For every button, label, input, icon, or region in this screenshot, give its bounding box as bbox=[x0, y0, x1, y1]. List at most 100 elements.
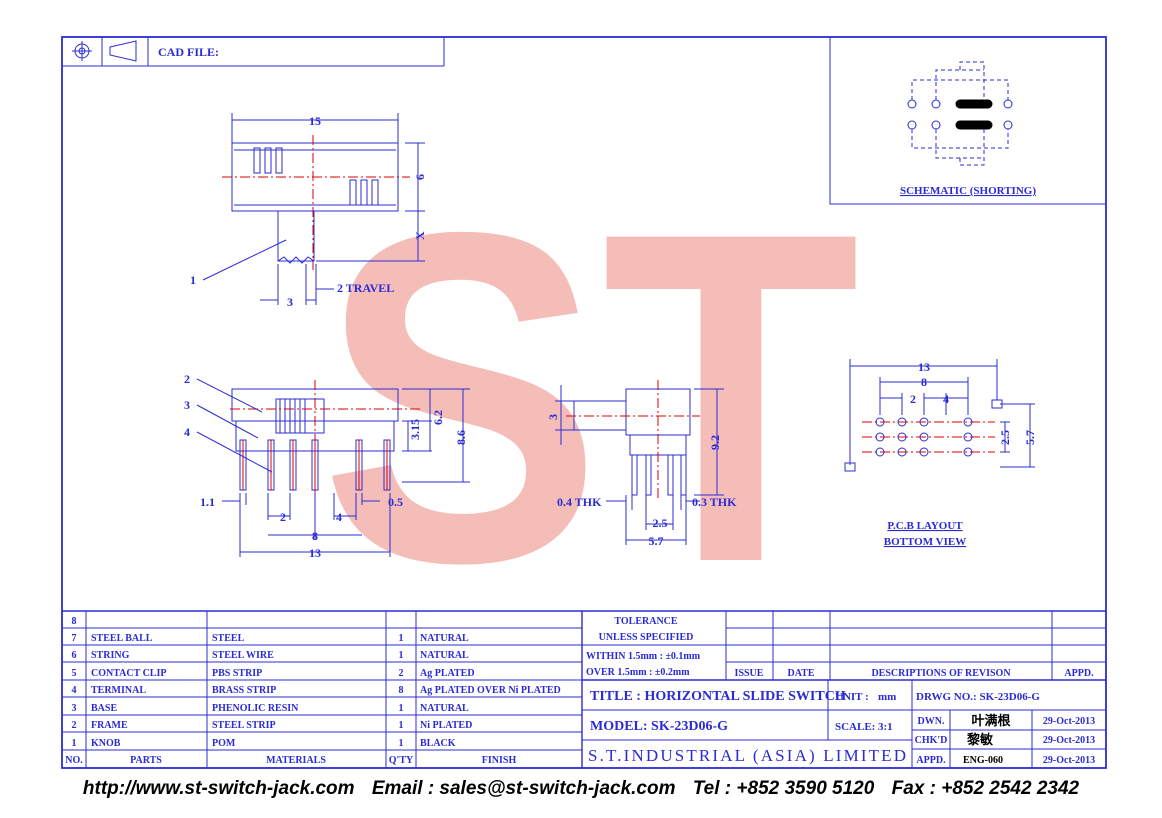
bom-fin-3: NATURAL bbox=[420, 703, 469, 714]
bom-mat-5: PBS STRIP bbox=[212, 668, 262, 679]
st-watermark: ST bbox=[320, 135, 860, 660]
dim-travel: 2 TRAVEL bbox=[337, 281, 394, 295]
dim-pitch-2: 2 bbox=[280, 510, 286, 524]
dim-front-13: 13 bbox=[309, 546, 321, 560]
dim-thk-right: 0.3 THK bbox=[692, 495, 737, 509]
tolerance-line4: OVER 1.5mm : ±0.2mm bbox=[586, 667, 690, 678]
dim-side-knob: 3 bbox=[546, 414, 560, 420]
bom-no-1: 1 bbox=[72, 738, 77, 749]
dim-thk-left: 0.4 THK bbox=[557, 495, 602, 509]
bom-part-3: BASE bbox=[91, 703, 117, 714]
bom-qty-5: 2 bbox=[399, 668, 404, 679]
pcb-dim-57: 5.7 bbox=[1023, 430, 1037, 445]
pcb-label-line1: P.C.B LAYOUT bbox=[887, 520, 963, 532]
pcb-dim-13: 13 bbox=[918, 360, 930, 374]
bom-part-1: KNOB bbox=[91, 738, 121, 749]
model-text: MODEL: SK-23D06-G bbox=[590, 719, 728, 734]
bom-header-qty: Q'TY bbox=[389, 755, 414, 766]
dim-front-62: 6.2 bbox=[431, 410, 445, 425]
bom-qty-1: 1 bbox=[399, 738, 404, 749]
chkd-date: 29-Oct-2013 bbox=[1043, 735, 1095, 746]
bom-mat-6: STEEL WIRE bbox=[212, 650, 274, 661]
bom-fin-1: BLACK bbox=[420, 738, 456, 749]
bom-qty-3: 1 bbox=[399, 703, 404, 714]
revision-appd: APPD. bbox=[1064, 668, 1094, 679]
bom-fin-6: NATURAL bbox=[420, 650, 469, 661]
scale-value: 3:1 bbox=[878, 721, 893, 733]
bom-part-6: STRING bbox=[91, 650, 130, 661]
dwn-name: 叶满根 bbox=[971, 713, 1011, 728]
bom-qty-7: 1 bbox=[399, 633, 404, 644]
tolerance-text: TOLERANCE UNLESS SPECIFIED WITHIN 1.5mm … bbox=[586, 616, 1094, 679]
chkd-label: CHK'D bbox=[915, 735, 948, 746]
title-block-text: TITLE : HORIZONTAL SLIDE SWITCH MODEL: S… bbox=[588, 689, 1095, 766]
bom-table bbox=[62, 610, 1106, 768]
schematic-label: SCHEMATIC (SHORTING) bbox=[900, 185, 1036, 197]
tolerance-line2: UNLESS SPECIFIED bbox=[599, 632, 694, 643]
bom-no-4: 4 bbox=[72, 685, 77, 696]
bom-no-7: 7 bbox=[72, 633, 77, 644]
unit-label: UNIT : bbox=[835, 691, 869, 703]
title-text: TITLE : HORIZONTAL SLIDE SWITCH bbox=[590, 689, 846, 704]
top-view: 15 6 X 3 2 TRAVEL 1 bbox=[190, 113, 427, 309]
dim-side-25: 2.5 bbox=[653, 516, 668, 530]
dim-side-height: 9.2 bbox=[708, 435, 722, 450]
bom-fin-7: NATURAL bbox=[420, 633, 469, 644]
bom-text: 8 7 STEEL BALL STEEL 1 NATURAL 6 STRING … bbox=[65, 616, 561, 766]
scale-label: SCALE: bbox=[835, 721, 875, 733]
dim-pin-width: 1.1 bbox=[200, 495, 215, 509]
schematic-contacts bbox=[907, 61, 1013, 166]
pcb-layout: 13 8 2 4 2.5 5.7 P.C.B LAYOUT BOTTOM bbox=[844, 359, 1037, 548]
schematic: SCHEMATIC (SHORTING) bbox=[829, 36, 1107, 205]
website-link[interactable]: http://www.st-switch-jack.com bbox=[82, 778, 355, 799]
bom-fin-4: Ag PLATED OVER Ni PLATED bbox=[420, 685, 561, 696]
callout-2: 2 bbox=[184, 372, 190, 386]
bom-mat-2: STEEL STRIP bbox=[212, 720, 276, 731]
revision-desc: DESCRIPTIONS OF REVISON bbox=[871, 668, 1011, 679]
appd-label: APPD. bbox=[916, 755, 946, 766]
dim-top-height: 6 bbox=[413, 174, 427, 180]
bom-part-4: TERMINAL bbox=[91, 685, 146, 696]
dim-pin-thk: 0.5 bbox=[388, 495, 403, 509]
bom-qty-4: 8 bbox=[399, 685, 404, 696]
bom-header-no: NO. bbox=[65, 755, 83, 766]
revision-issue: ISSUE bbox=[735, 668, 764, 679]
fax: Fax : +852 2542 2342 bbox=[891, 778, 1080, 799]
pcb-dim-25: 2.5 bbox=[998, 430, 1012, 445]
bom-no-8: 8 bbox=[72, 616, 77, 627]
bom-mat-3: PHENOLIC RESIN bbox=[212, 703, 299, 714]
projection-symbol-icon bbox=[72, 40, 137, 62]
bom-mat-7: STEEL bbox=[212, 633, 245, 644]
appd-date: 29-Oct-2013 bbox=[1043, 755, 1095, 766]
bom-fin-5: Ag PLATED bbox=[420, 668, 475, 679]
drawing-frame bbox=[61, 36, 1107, 769]
appd-name: ENG-060 bbox=[963, 755, 1003, 766]
company-text: S.T.INDUSTRIAL (ASIA) LIMITED bbox=[588, 746, 906, 765]
watermark-text: ST bbox=[320, 135, 860, 660]
bom-mat-4: BRASS STRIP bbox=[212, 685, 276, 696]
front-view: 2 3 4 3.15 6.2 8.6 1.1 0.5 2 4 8 13 bbox=[184, 372, 470, 560]
tolerance-line3: WITHIN 1.5mm : ±0.1mm bbox=[586, 651, 701, 662]
email-link[interactable]: Email : sales@st-switch-jack.com bbox=[371, 778, 676, 799]
unit-value: mm bbox=[878, 691, 896, 703]
bom-qty-6: 1 bbox=[399, 650, 404, 661]
pcb-dim-8: 8 bbox=[921, 375, 927, 389]
bom-fin-2: Ni PLATED bbox=[420, 720, 472, 731]
revision-date: DATE bbox=[787, 668, 814, 679]
callout-4: 4 bbox=[184, 425, 190, 439]
bom-header-finish: FINISH bbox=[482, 755, 517, 766]
bom-part-7: STEEL BALL bbox=[91, 633, 153, 644]
dwn-label: DWN. bbox=[918, 716, 945, 727]
dim-side-57: 5.7 bbox=[649, 534, 664, 548]
callout-3: 3 bbox=[184, 398, 190, 412]
bom-qty-2: 1 bbox=[399, 720, 404, 731]
tolerance-revision-block bbox=[582, 611, 1106, 681]
front-terminals bbox=[239, 439, 391, 491]
dim-front-86: 8.6 bbox=[454, 430, 468, 445]
technical-drawing: ST CAD FILE: SC bbox=[61, 36, 1107, 769]
bom-mat-1: POM bbox=[212, 738, 236, 749]
dim-knob-width: 3 bbox=[287, 295, 293, 309]
bom-part-2: FRAME bbox=[91, 720, 128, 731]
bom-header-materials: MATERIALS bbox=[266, 755, 326, 766]
cad-file-header: CAD FILE: bbox=[62, 37, 445, 67]
